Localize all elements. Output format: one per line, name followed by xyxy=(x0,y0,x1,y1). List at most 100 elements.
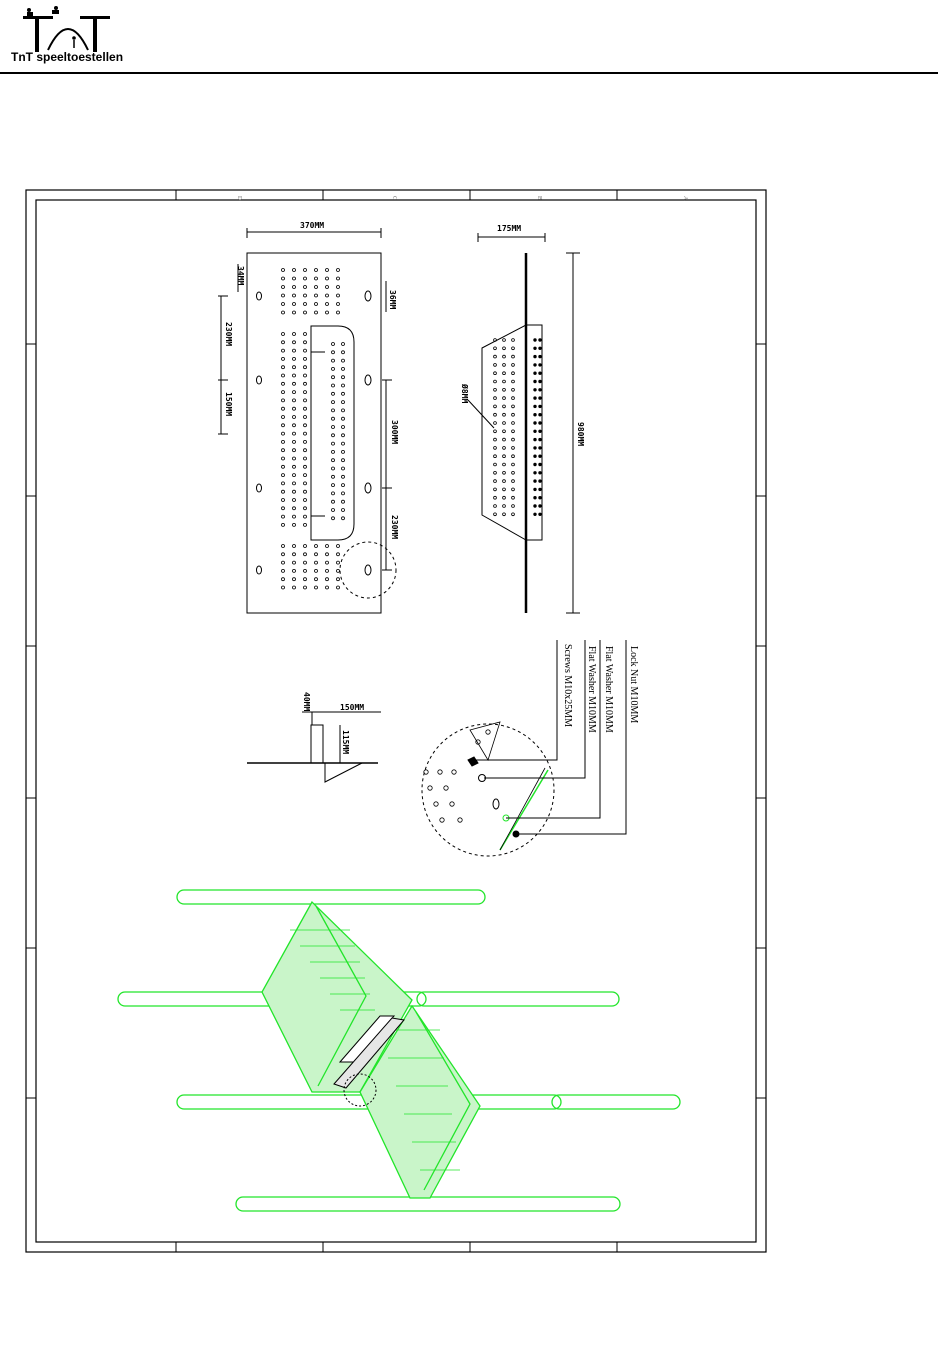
panel-hole xyxy=(293,449,296,452)
panel-hole xyxy=(304,432,307,435)
panel-hole xyxy=(315,303,318,306)
panel-hole xyxy=(304,523,307,526)
side-hole xyxy=(494,430,497,433)
dim-150: 150MM xyxy=(224,392,233,416)
side-hole xyxy=(494,413,497,416)
zone-letter-b: B xyxy=(536,196,542,200)
panel-hole xyxy=(304,349,307,352)
panel-hole xyxy=(304,553,307,556)
panel-hole xyxy=(282,424,285,427)
dim-34: 34MM xyxy=(236,266,245,285)
side-hole-filled xyxy=(534,405,537,408)
side-hole xyxy=(512,513,515,516)
panel-hole xyxy=(282,440,285,443)
panel-hole xyxy=(282,416,285,419)
dim-40: 40MM xyxy=(302,692,311,711)
panel-hole xyxy=(332,459,335,462)
side-hole-filled xyxy=(534,355,537,358)
panel-hole xyxy=(282,490,285,493)
panel-hole xyxy=(342,434,345,437)
panel-hole xyxy=(342,442,345,445)
panel-hole xyxy=(337,578,340,581)
panel-outline xyxy=(247,253,381,613)
side-hole xyxy=(503,496,506,499)
panel-hole xyxy=(304,277,307,280)
panel-hole xyxy=(293,311,296,314)
side-hole-filled xyxy=(539,347,542,350)
panel-hole xyxy=(332,492,335,495)
side-hole-filled xyxy=(539,405,542,408)
detail-hole xyxy=(440,818,444,822)
panel-hole xyxy=(326,578,329,581)
side-hole xyxy=(512,380,515,383)
panel-hole xyxy=(342,475,345,478)
panel-hole xyxy=(282,311,285,314)
panel-hole xyxy=(326,586,329,589)
panel-hole xyxy=(293,277,296,280)
side-hole-filled xyxy=(534,413,537,416)
side-hole xyxy=(503,339,506,342)
side-hole-filled xyxy=(539,496,542,499)
side-hole xyxy=(512,496,515,499)
panel-hole xyxy=(304,391,307,394)
side-hole xyxy=(512,455,515,458)
panel-hole xyxy=(326,553,329,556)
panel-hole xyxy=(332,417,335,420)
panel-hole xyxy=(293,286,296,289)
panel-hole xyxy=(342,367,345,370)
detail-hole xyxy=(434,802,438,806)
panel-hole xyxy=(342,417,345,420)
panel-hole xyxy=(332,384,335,387)
panel-hole xyxy=(282,391,285,394)
side-hole xyxy=(503,422,506,425)
panel-hole xyxy=(282,561,285,564)
panel-hole xyxy=(293,341,296,344)
side-hole-filled xyxy=(534,488,537,491)
side-hole xyxy=(512,488,515,491)
panel-hole xyxy=(282,449,285,452)
panel-hole xyxy=(282,545,285,548)
panel-hole xyxy=(304,416,307,419)
panel-hole xyxy=(342,509,345,512)
panel-hole xyxy=(337,303,340,306)
panel-hole xyxy=(342,492,345,495)
panel-hole xyxy=(282,374,285,377)
side-hole xyxy=(512,364,515,367)
panel-hole xyxy=(282,465,285,468)
side-hole-filled xyxy=(534,472,537,475)
detail-hole xyxy=(486,730,490,734)
panel-hole xyxy=(304,366,307,369)
panel-hole xyxy=(304,303,307,306)
panel-hole xyxy=(304,569,307,572)
side-hole-filled xyxy=(539,397,542,400)
panel-hole xyxy=(293,294,296,297)
side-hole xyxy=(494,405,497,408)
side-hole-filled xyxy=(534,372,537,375)
detail-hole xyxy=(438,770,442,774)
side-hole xyxy=(494,364,497,367)
panel-hole xyxy=(337,269,340,272)
zone-letter-a: A xyxy=(682,196,688,201)
panel-hole xyxy=(304,269,307,272)
side-hole-filled xyxy=(534,347,537,350)
side-hole-filled xyxy=(534,505,537,508)
side-hole-filled xyxy=(539,447,542,450)
side-hole-filled xyxy=(534,496,537,499)
panel-hole xyxy=(304,341,307,344)
detail-hole xyxy=(452,770,456,774)
panel-hole xyxy=(282,499,285,502)
panel-hole xyxy=(282,303,285,306)
panel-hole xyxy=(282,523,285,526)
panel-hole xyxy=(326,277,329,280)
panel-hole xyxy=(282,341,285,344)
dim-980: 980MM xyxy=(576,422,585,446)
side-hole-filled xyxy=(539,372,542,375)
panel-hole xyxy=(342,517,345,520)
dim-150-profile: 150MM xyxy=(340,703,364,712)
detail-holes xyxy=(424,730,490,822)
side-hole-filled xyxy=(534,339,537,342)
panel-hole xyxy=(282,407,285,410)
panel-hole xyxy=(304,424,307,427)
panel-hole xyxy=(282,507,285,510)
panel-hole xyxy=(332,376,335,379)
